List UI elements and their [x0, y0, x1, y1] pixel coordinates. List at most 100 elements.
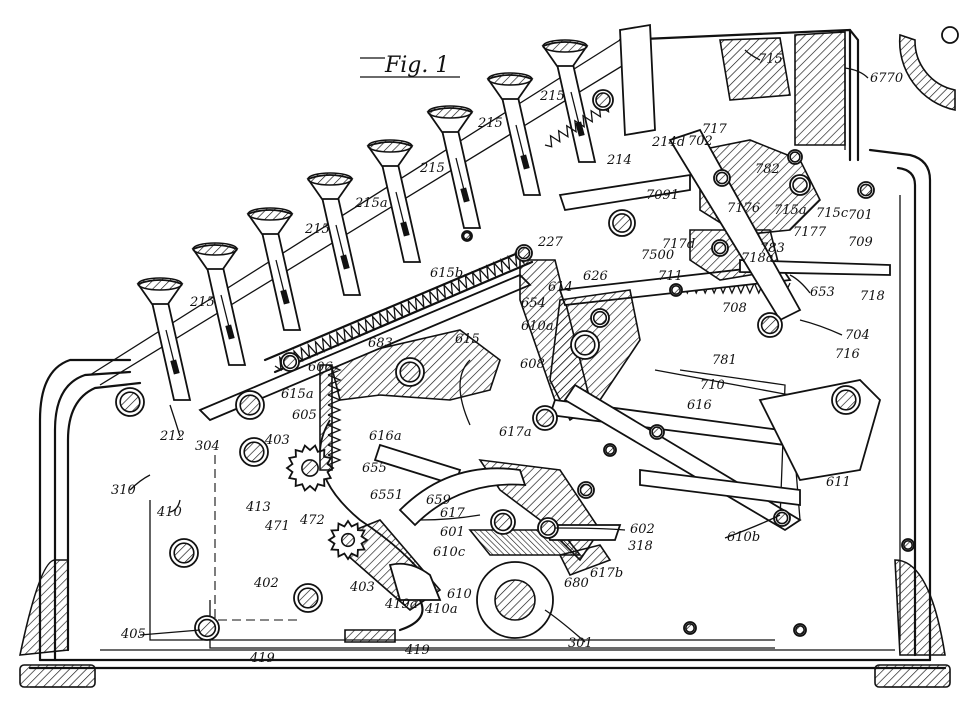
pivot-8	[857, 181, 875, 199]
gear-sector-lower	[388, 562, 442, 601]
label-782: 782	[755, 162, 780, 177]
label-419-b: 419	[249, 651, 275, 666]
pivots	[115, 89, 915, 641]
pivot-14	[669, 283, 683, 297]
label-709: 709	[848, 235, 873, 250]
label-419: 419	[404, 643, 430, 658]
label-214d: 214d	[651, 135, 685, 150]
label-715c: 715c	[816, 206, 849, 221]
key-notch	[520, 154, 530, 170]
key-cap-top	[192, 242, 238, 256]
label-616a: 616a	[369, 429, 402, 444]
label-615a: 615a	[281, 387, 314, 402]
key-lever-1	[136, 277, 192, 401]
sector-body-lower	[388, 562, 442, 601]
label-718a: 718a	[741, 251, 774, 266]
pivot-17	[532, 405, 558, 431]
label-701: 701	[848, 208, 873, 223]
label-716: 716	[835, 347, 860, 362]
pivot-28	[793, 623, 807, 637]
pivot-center	[592, 310, 608, 326]
label-410a: 410a	[424, 602, 458, 617]
pivot-29	[683, 621, 697, 635]
label-215-a: 215	[189, 295, 215, 310]
label-601: 601	[440, 525, 465, 540]
label-602: 602	[630, 522, 655, 537]
label-655: 655	[362, 461, 387, 476]
label-616: 616	[687, 398, 712, 413]
pivot-center	[713, 241, 727, 255]
label-214: 214	[606, 153, 632, 168]
pivot-center	[835, 389, 857, 411]
label-614: 614	[548, 280, 573, 295]
label-702: 702	[688, 134, 713, 149]
key-lever-4	[306, 172, 362, 296]
label-7500: 7500	[641, 248, 674, 263]
pivot-6	[608, 209, 636, 237]
figure-title-text: Fig. 1	[384, 53, 449, 78]
pivot-center	[604, 444, 615, 455]
key-notch	[460, 187, 470, 203]
key-lever-3	[246, 207, 302, 331]
label-717d: 717d	[662, 237, 695, 252]
label-781: 781	[712, 353, 737, 368]
label-606: 606	[308, 360, 333, 375]
pivot-center	[595, 92, 611, 108]
key-notch	[170, 359, 180, 375]
pivot-center	[239, 394, 261, 416]
label-680: 680	[564, 576, 589, 591]
pivot-21	[490, 509, 516, 535]
label-471: 471	[264, 519, 290, 534]
pivot-5	[592, 89, 614, 111]
key-lever-7	[486, 72, 542, 196]
pivot-center	[715, 171, 729, 185]
label-717: 717	[702, 122, 728, 137]
pivot-center	[517, 246, 531, 260]
key-notch	[225, 324, 235, 340]
label-212: 212	[159, 429, 185, 444]
label-304: 304	[195, 439, 220, 454]
gear-train	[285, 364, 442, 601]
pivot-center	[197, 618, 217, 638]
sector-body	[319, 364, 333, 471]
pivot-30	[901, 538, 915, 552]
label-611: 611	[826, 475, 851, 490]
pivot-31	[773, 509, 791, 527]
pivot-32	[461, 230, 473, 242]
pivot-center	[574, 334, 596, 356]
pivot-26	[293, 583, 323, 613]
pivot-center	[297, 587, 319, 609]
label-403-a: 403	[264, 433, 290, 448]
key-cap-top	[247, 207, 293, 221]
pivot-center	[462, 231, 472, 241]
label-7091: 7091	[646, 188, 679, 203]
key-notch	[280, 289, 290, 305]
pivot-center	[282, 354, 298, 370]
gear-sector-upper	[319, 364, 342, 471]
label-710: 710	[700, 378, 725, 393]
pivot-13	[757, 312, 783, 338]
key-cap-top	[542, 39, 588, 53]
pivot-12	[711, 239, 729, 257]
pivot-16	[570, 330, 600, 360]
label-7177: 7177	[793, 225, 827, 240]
pivot-20	[577, 481, 595, 499]
pivot-center	[243, 441, 265, 463]
pivot-center	[399, 361, 421, 383]
key-cap-top	[137, 277, 183, 291]
key-lever-2	[191, 242, 247, 366]
pivot-center	[792, 177, 808, 193]
pivot-center	[612, 213, 632, 233]
label-410: 410	[156, 505, 182, 520]
machine-frame	[18, 28, 951, 688]
pivot-center	[651, 426, 663, 438]
pivot-center	[859, 183, 873, 197]
key-notch	[400, 221, 410, 237]
label-7176: 7176	[727, 201, 760, 216]
key-lever-8	[541, 39, 597, 163]
label-711: 711	[658, 269, 683, 284]
reference-labels: 212 215 215 215 215 215 215a 214 214d 22…	[111, 52, 903, 666]
shaft-inner	[494, 579, 536, 621]
pivot-center	[579, 483, 593, 497]
